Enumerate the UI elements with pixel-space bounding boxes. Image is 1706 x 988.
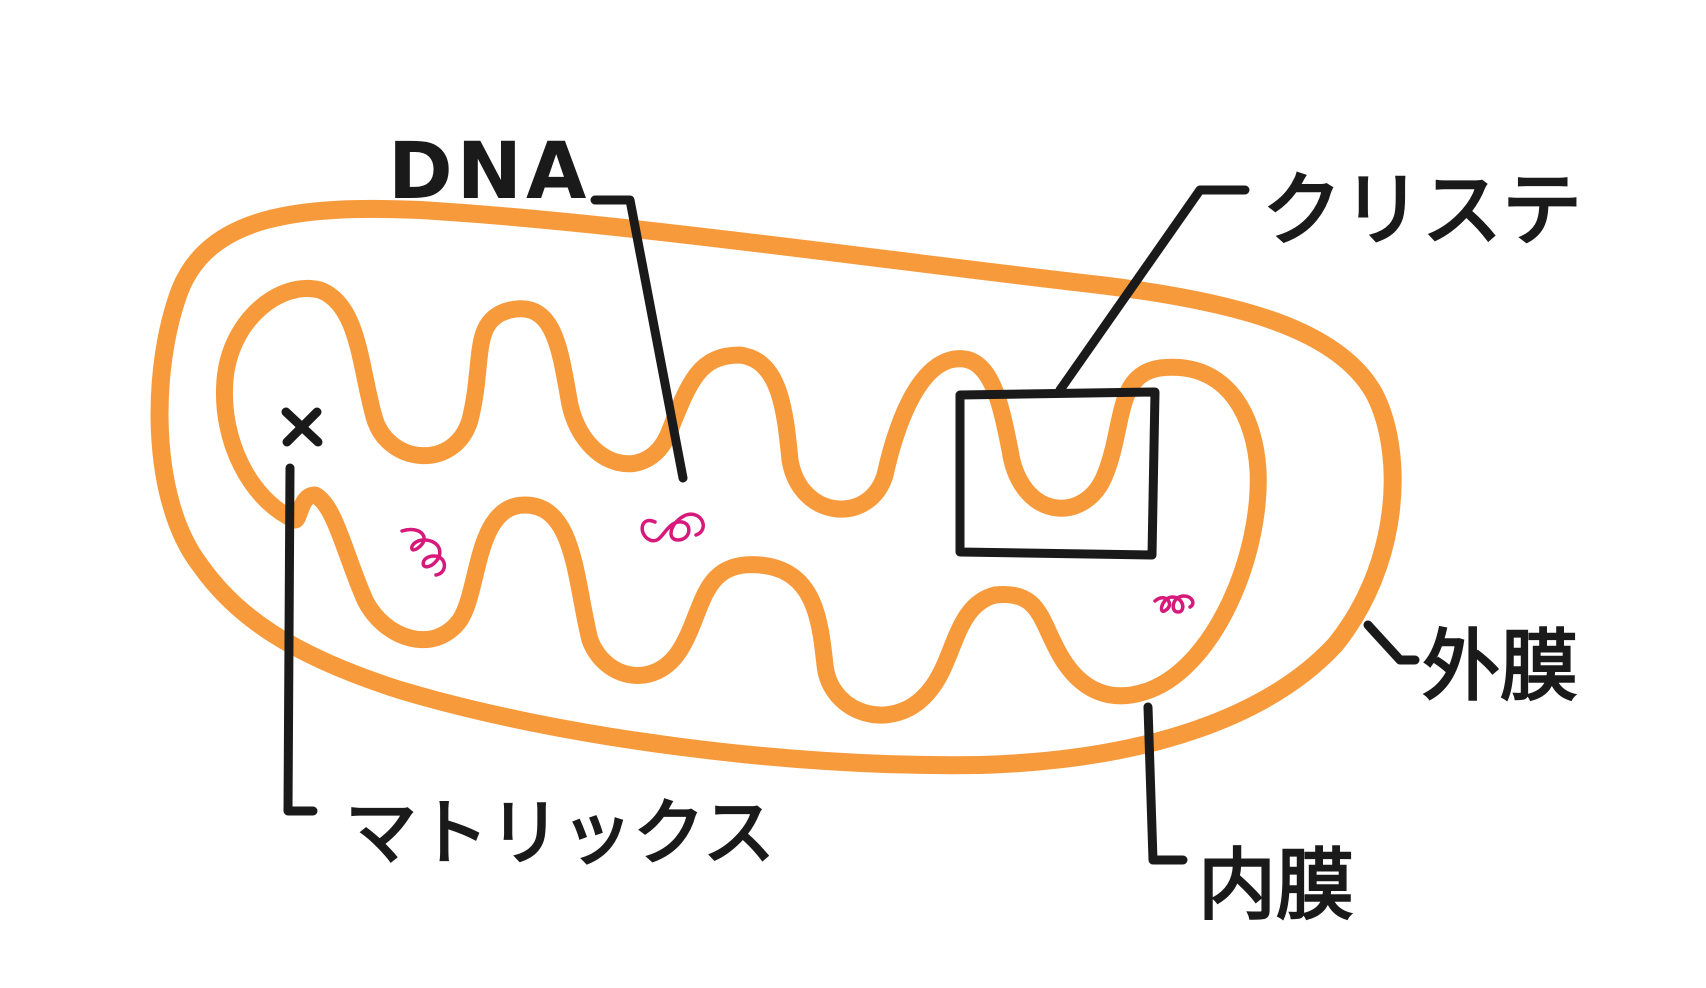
cristae-leader-line xyxy=(1055,185,1250,395)
dna-squiggle xyxy=(1153,594,1195,614)
outer-membrane-leader-line xyxy=(1363,620,1420,665)
dna-squiggle xyxy=(400,527,447,577)
dna-label: DNA xyxy=(388,127,590,217)
dna-leader-line xyxy=(590,195,688,483)
inner-membrane-label: 内膜 xyxy=(1198,841,1354,931)
matrix-label: マトリックス xyxy=(345,791,775,875)
outer-membrane xyxy=(150,199,1402,775)
cristae-label: クリステ xyxy=(1262,164,1582,257)
matrix-leader-line xyxy=(283,463,318,816)
outer-membrane-label: 外膜 xyxy=(1422,622,1578,712)
inner-membrane-leader-line xyxy=(1143,702,1188,865)
dna-group xyxy=(400,512,1195,614)
cristae-highlight-box xyxy=(955,387,1160,560)
inner-membrane xyxy=(215,280,1267,724)
matrix-marker xyxy=(281,407,323,447)
dna-squiggle xyxy=(640,512,705,543)
